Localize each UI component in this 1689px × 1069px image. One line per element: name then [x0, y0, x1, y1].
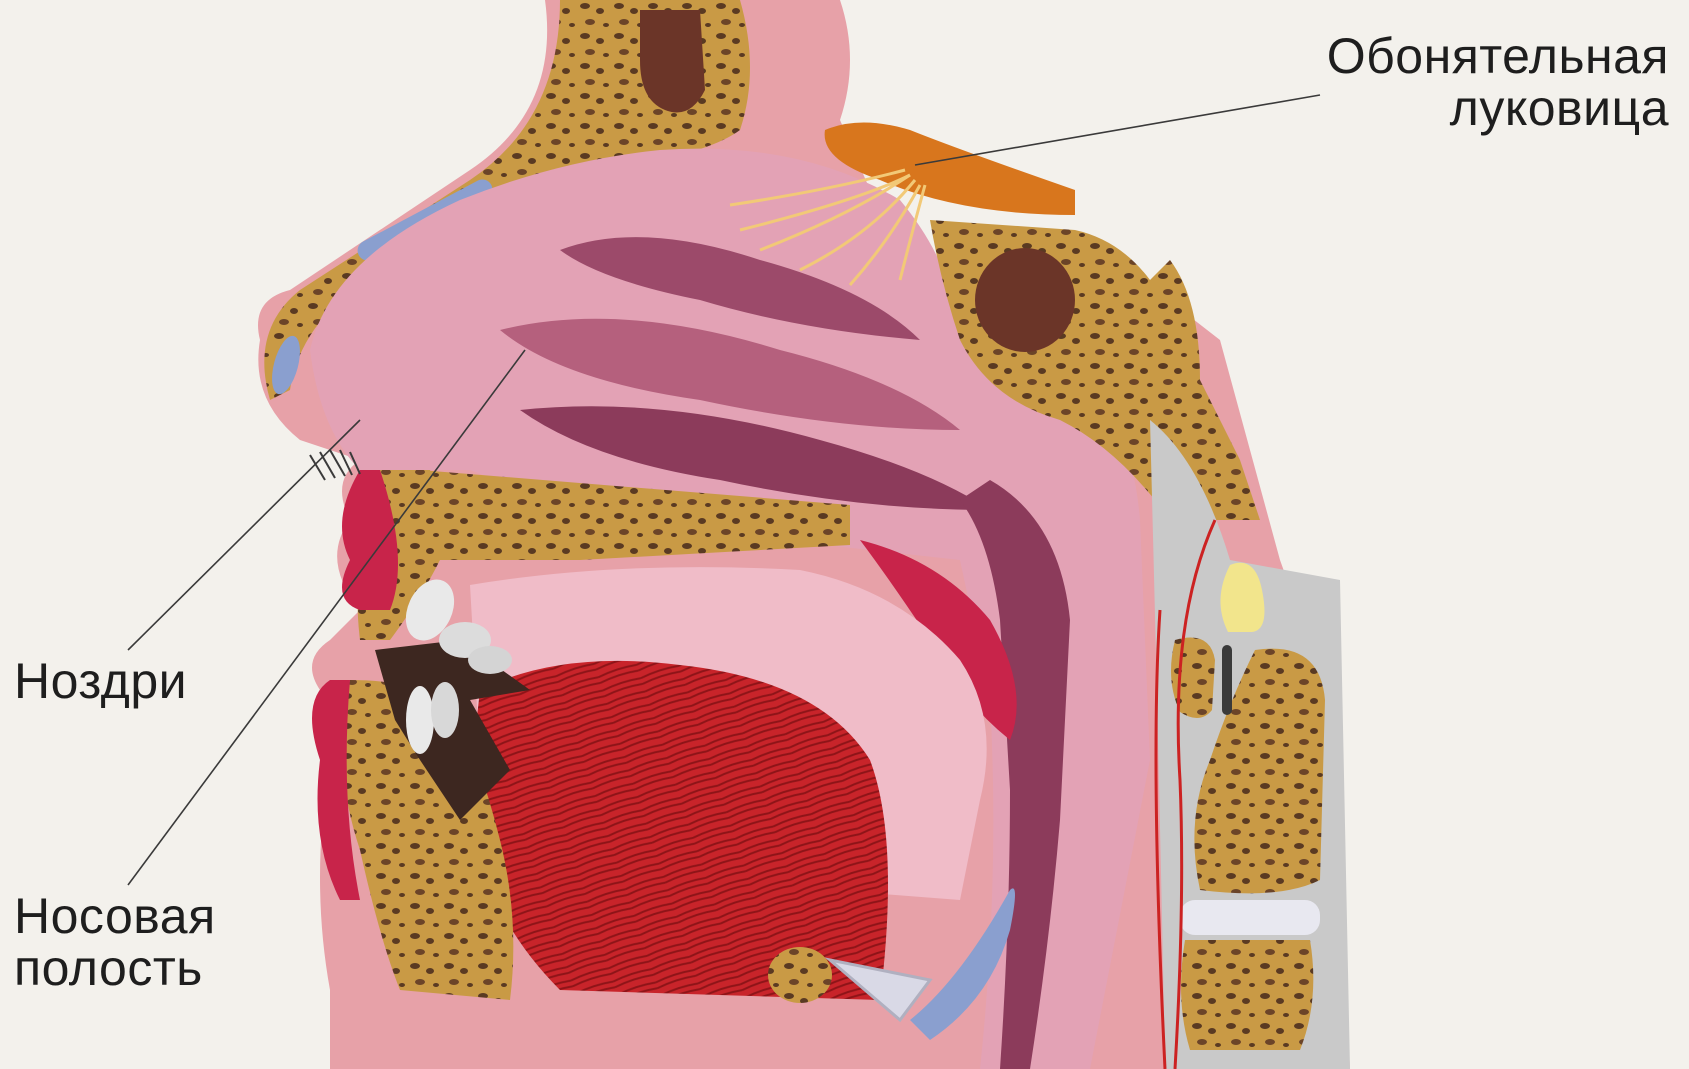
label-nostrils: Ноздри [14, 655, 187, 707]
ligament [1222, 645, 1232, 715]
label-nasal-cavity-line2: полость [14, 942, 216, 994]
label-nasal-cavity: Носовая полость [14, 890, 216, 994]
intervertebral-disc [1180, 900, 1320, 935]
label-nasal-cavity-line1: Носовая [14, 890, 216, 942]
label-olfactory-bulb: Обонятельная луковица [1327, 30, 1669, 134]
sphenoid-sinus [975, 248, 1075, 352]
hyoid-bone [768, 947, 832, 1003]
label-olfactory-bulb-line1: Обонятельная [1327, 30, 1669, 82]
leader-nostrils [128, 420, 360, 650]
leader-olfactory-bulb [915, 95, 1320, 165]
vertebra-c3 [1181, 940, 1313, 1050]
label-nostrils-text: Ноздри [14, 655, 187, 707]
label-olfactory-bulb-line2: луковица [1327, 82, 1669, 134]
frontal-sinus [640, 10, 705, 113]
